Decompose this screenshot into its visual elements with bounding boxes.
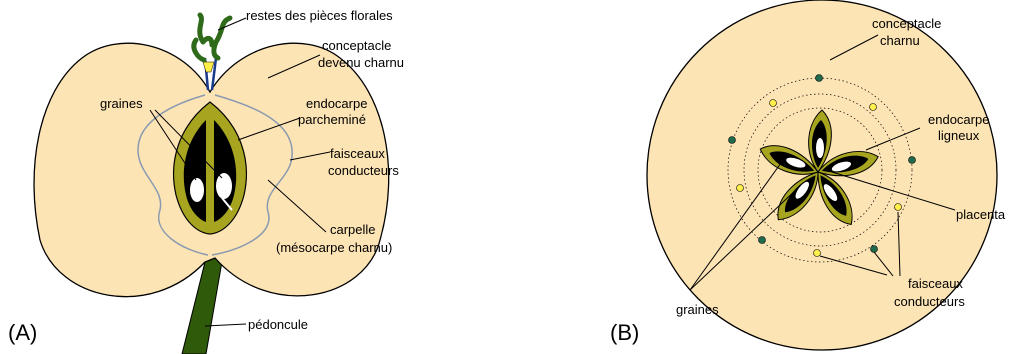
label-graines-b: graines [676, 302, 719, 317]
bundle-dot [895, 204, 902, 211]
seed-right [216, 173, 232, 199]
label-conceptacle-a-line2: devenu charnu [318, 55, 404, 70]
bundle-dot [737, 185, 744, 192]
label-endocarpe-b-line1: endocarpe [928, 112, 989, 127]
bundle-dot [759, 237, 766, 244]
label-graines-a: graines [100, 96, 143, 111]
label-conceptacle-b-line2: charnu [880, 33, 920, 48]
label-endocarpe-a-line2: parcheminé [298, 112, 366, 127]
floral-remains-sepals [194, 15, 230, 60]
label-restes-pieces-florales: restes des pièces florales [246, 8, 393, 23]
bundle-dot [871, 246, 878, 253]
label-faisceaux-b-line2: conducteurs [894, 294, 965, 309]
bundle-dot [770, 100, 777, 107]
label-carpelle-line2: (mésocarpe charnu) [276, 240, 392, 255]
bundle-dot [909, 157, 916, 164]
seed [816, 138, 824, 158]
panel-label-b: (B) [610, 320, 639, 346]
label-faisceaux-a-line1: faisceaux [330, 146, 385, 161]
seed-left [190, 178, 204, 202]
label-conceptacle-b-line1: conceptacle [872, 16, 941, 31]
label-placenta: placenta [956, 207, 1005, 222]
label-faisceaux-a-line2: conducteurs [328, 163, 399, 178]
floral-remains-yellow [203, 62, 214, 72]
label-endocarpe-b-line2: ligneux [938, 128, 979, 143]
label-carpelle-line1: carpelle [330, 222, 376, 237]
bundle-dot [814, 250, 821, 257]
bundle-dot [870, 104, 877, 111]
label-endocarpe-a-line1: endocarpe [306, 96, 367, 111]
label-faisceaux-b-line1: faisceaux [908, 276, 963, 291]
bundle-dot [729, 137, 736, 144]
panel-label-a: (A) [8, 320, 37, 346]
bundle-dot [816, 75, 823, 82]
label-pedoncule: pédoncule [248, 317, 308, 332]
label-conceptacle-a-line1: conceptacle [322, 38, 391, 53]
